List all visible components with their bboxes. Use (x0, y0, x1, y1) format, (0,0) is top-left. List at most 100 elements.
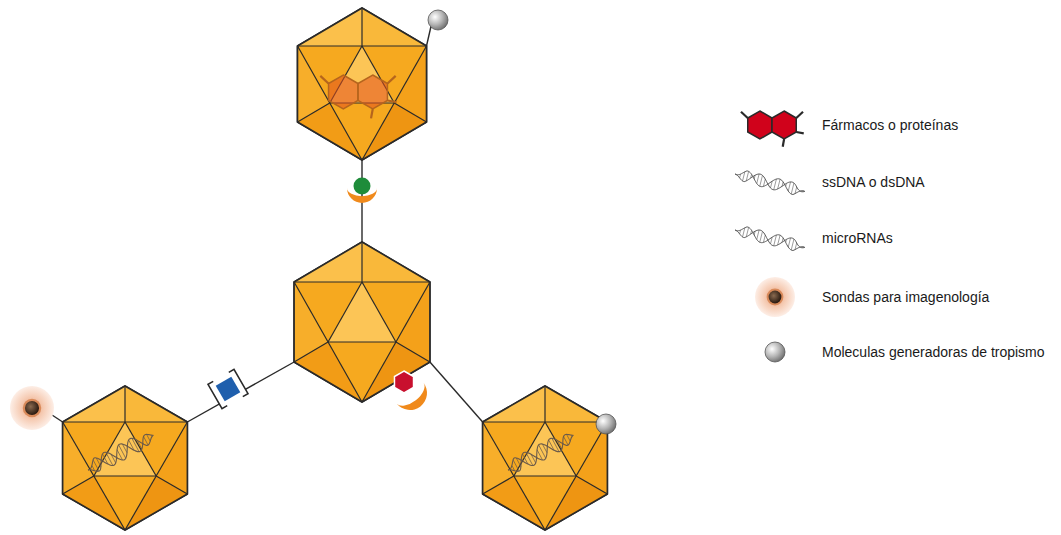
capsid-edge (361, 8, 362, 46)
ligand-square (216, 377, 241, 402)
legend-label: Fármacos o proteínas (822, 117, 958, 134)
base-pair (774, 179, 777, 190)
capsid-face (483, 422, 514, 494)
capsid-edge (514, 475, 576, 476)
probe-ring (23, 399, 41, 417)
capsid-edge (545, 422, 576, 476)
capsid-edge (544, 386, 545, 422)
dna-strand (504, 428, 577, 477)
capsid-outline (63, 386, 188, 530)
hexagon-ring (748, 111, 772, 139)
capsid-edge (396, 282, 430, 342)
capsid-edge (394, 103, 426, 122)
capsid-edge (156, 476, 187, 494)
capsid-edge (483, 422, 514, 476)
tropism-molecule (428, 10, 448, 30)
dna-strand (734, 168, 807, 197)
capsid-outline (483, 386, 608, 530)
substituent (796, 112, 803, 118)
capsid-face (362, 342, 430, 402)
base-pair (774, 235, 777, 246)
capsid-edge (514, 422, 545, 476)
capsid-edge (125, 421, 187, 422)
dna-strand (84, 428, 157, 477)
dna-strand (504, 428, 577, 477)
capsid-edge (362, 281, 430, 282)
capsid-edge (94, 422, 125, 476)
probe-glow (10, 386, 54, 430)
base-pair (144, 436, 149, 445)
capsid-face (362, 103, 427, 160)
dna-helix (734, 224, 807, 253)
base-pair (760, 175, 763, 186)
capsid-edge (328, 341, 396, 342)
base-pair (119, 445, 126, 458)
probe-glow (755, 277, 795, 317)
capsid-edge (297, 103, 329, 122)
capsid-face (94, 422, 156, 476)
base-pair (567, 434, 571, 441)
dna-strand (84, 428, 157, 477)
capsid-edge (362, 45, 427, 46)
capsid-edge (483, 476, 514, 494)
capsid-edge (124, 386, 125, 422)
capsid-outline (294, 242, 430, 402)
base-pair (788, 182, 790, 191)
hexagon-ring (772, 111, 796, 139)
capsid-edge (297, 46, 329, 103)
capsid-edge (297, 45, 362, 46)
ligand-circle (354, 178, 371, 195)
substituent (388, 101, 397, 103)
capsid-edge (394, 46, 426, 103)
capsid-edge (362, 342, 396, 402)
icosahedral-capsid (483, 386, 608, 530)
legend-label: ssDNA o dsDNA (822, 174, 925, 191)
substituent (796, 132, 803, 133)
capsid-face (545, 476, 607, 530)
capsid-edge (294, 282, 328, 342)
tropism-molecule (596, 414, 616, 434)
base-pair (791, 239, 794, 250)
dna-helix (84, 428, 157, 477)
substituent (783, 139, 784, 147)
substituent (320, 76, 328, 84)
capsid-edge (63, 422, 94, 476)
bracket (208, 369, 248, 408)
base-pair (760, 231, 763, 242)
hexagon-ring (358, 75, 387, 109)
capsid-face (63, 422, 94, 494)
drug-molecule (320, 75, 396, 118)
capsid-edge (156, 422, 187, 476)
probe-core (25, 401, 39, 415)
dna-strand (734, 224, 807, 253)
icosahedral-capsid (63, 386, 188, 530)
base-pair (539, 445, 546, 458)
capsid-face (328, 282, 396, 342)
base-pair (564, 436, 569, 445)
dna-strand (734, 168, 807, 197)
base-pair (757, 230, 759, 240)
capsid-face (294, 282, 328, 362)
capsid-edge (294, 281, 362, 282)
capsid-edge (328, 282, 362, 342)
dna-helix (504, 428, 577, 477)
linker-line (430, 362, 483, 422)
capsid-face (297, 46, 329, 122)
legend-label: microRNAs (822, 230, 893, 247)
dna-helix (734, 168, 807, 197)
base-pair (791, 183, 794, 194)
capsid-edge (63, 421, 125, 422)
bracket-ground (208, 369, 248, 408)
substituent (371, 109, 373, 118)
probe-ring (767, 289, 784, 306)
substituent (741, 112, 748, 118)
drug-molecule (741, 111, 804, 147)
capsid-outline (294, 242, 430, 402)
capsid-outline (63, 386, 188, 530)
substituent (388, 76, 396, 84)
bracket-receptor (208, 369, 248, 408)
capsid-edge (362, 282, 396, 342)
capsid-outline (483, 386, 608, 530)
legend-label: Moleculas generadoras de tropismo (822, 344, 1045, 361)
